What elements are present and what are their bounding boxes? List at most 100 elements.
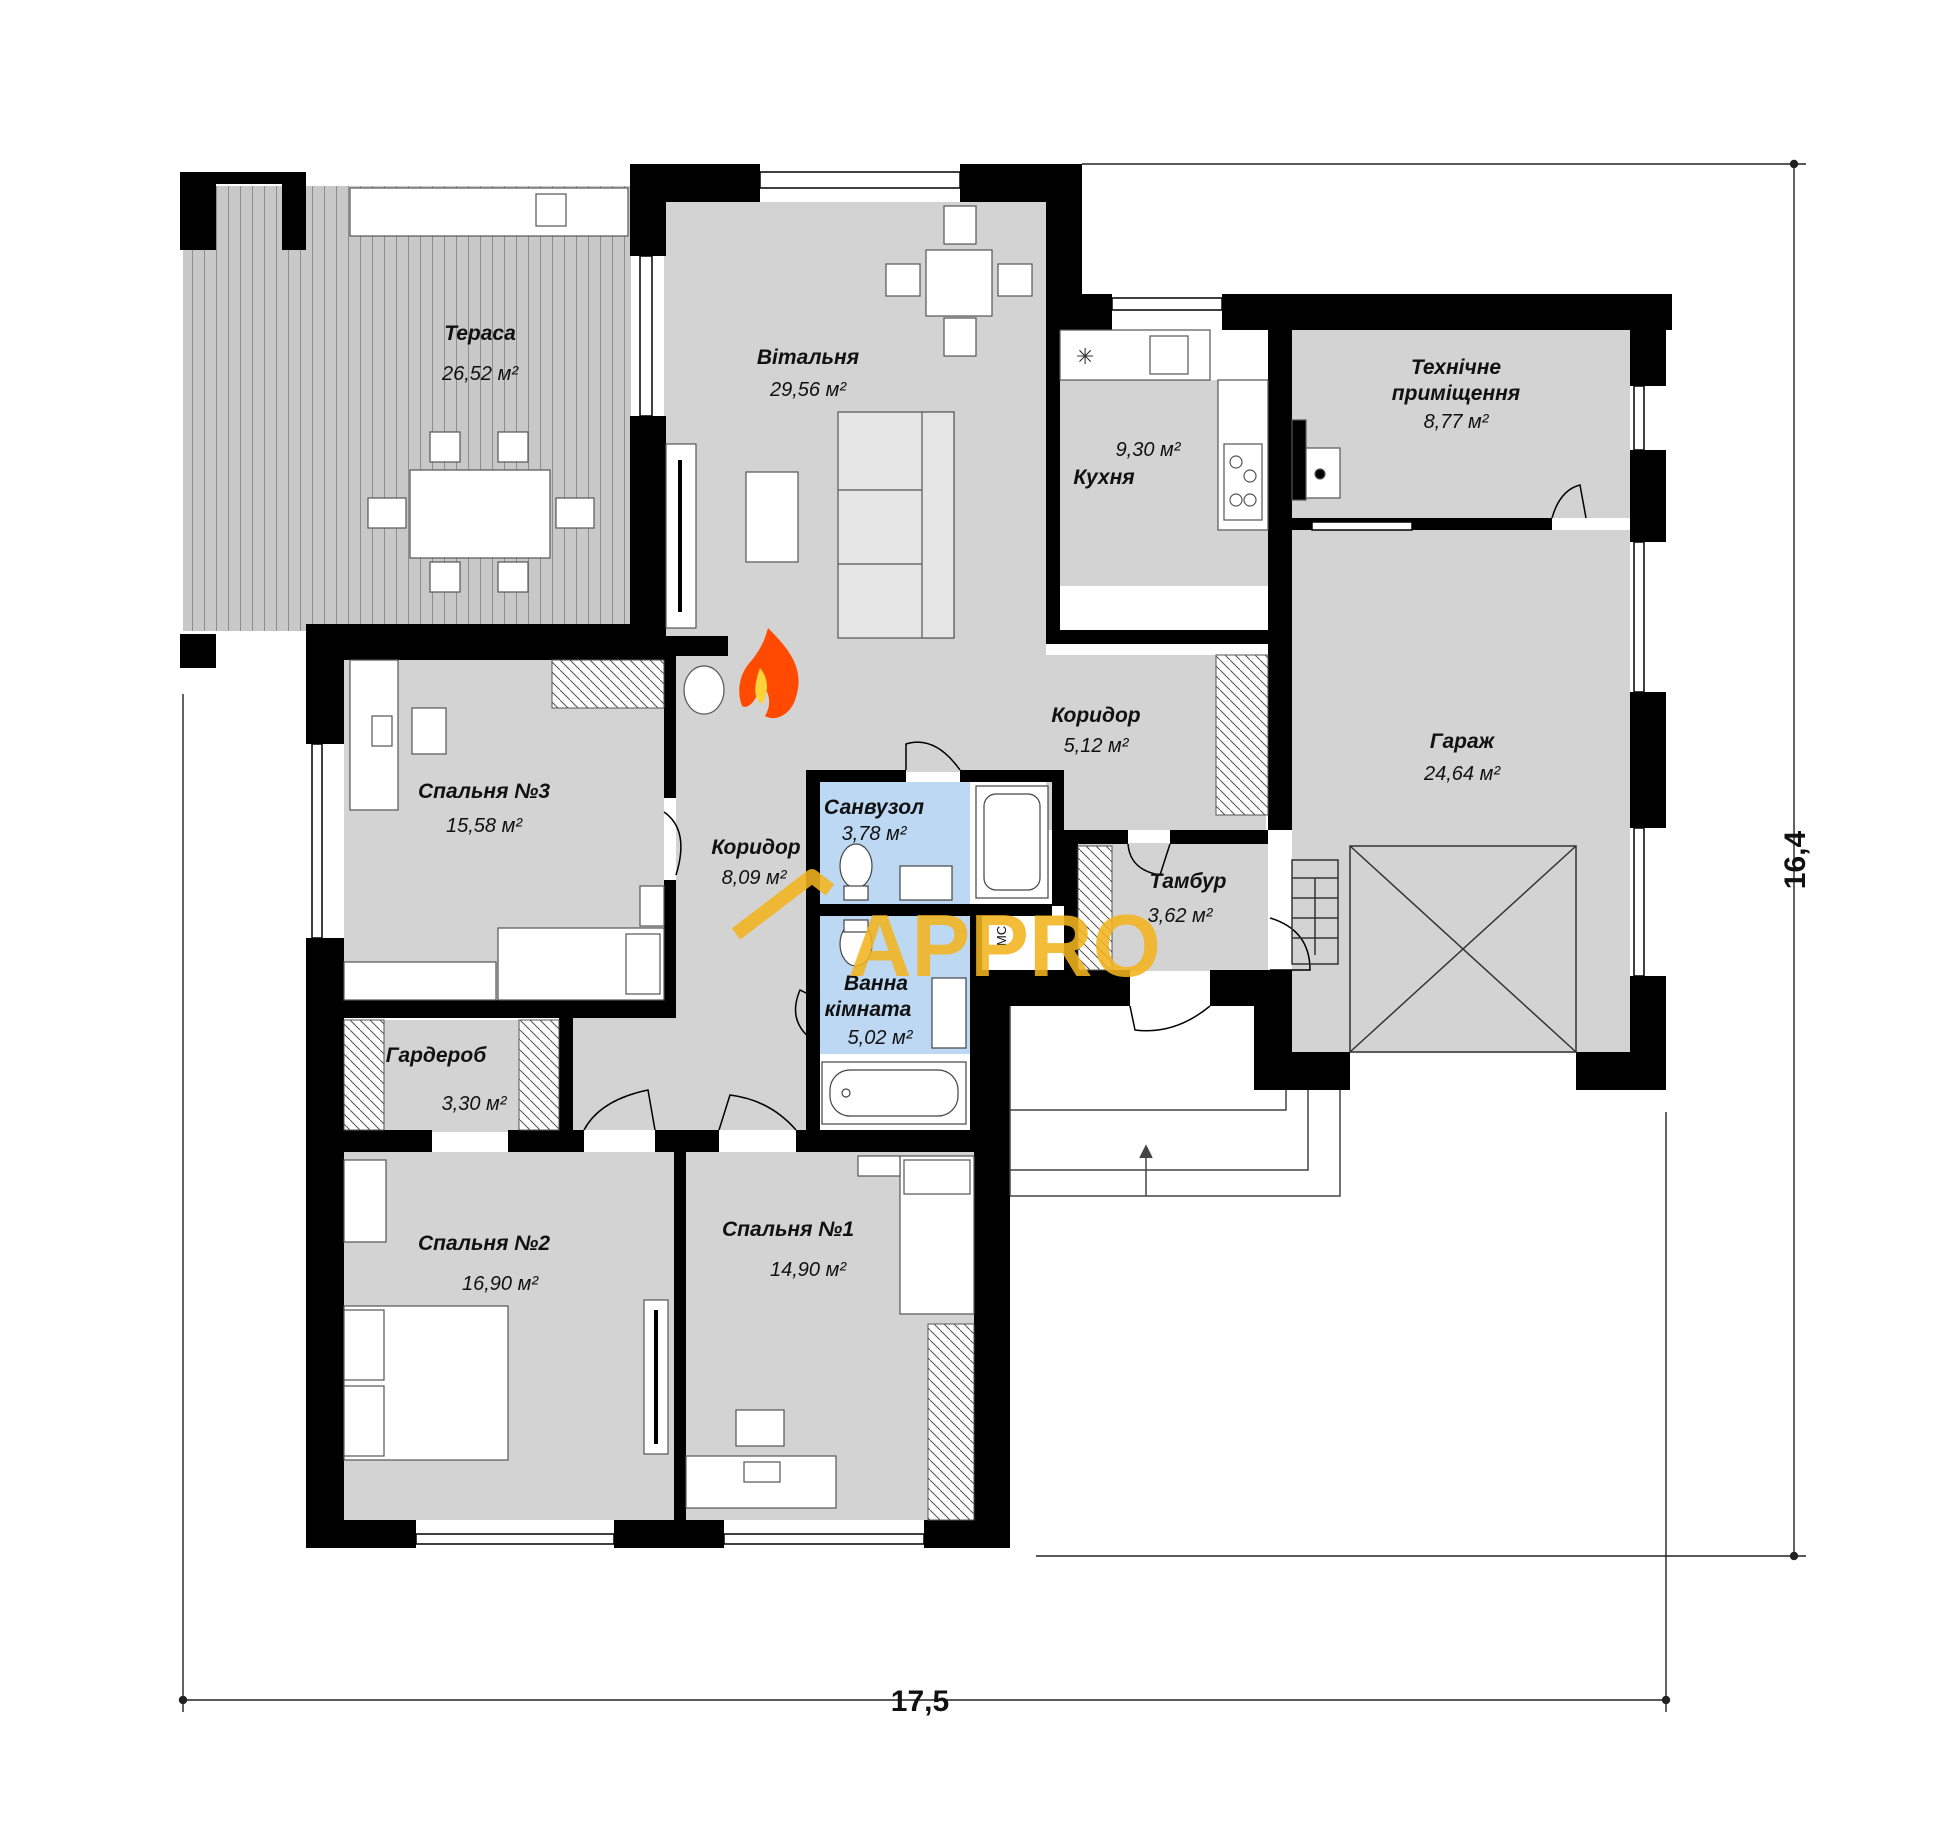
wardrobe-icon <box>927 1323 975 1521</box>
door-icon <box>663 811 682 876</box>
door-icon <box>1127 843 1171 876</box>
living-furniture <box>665 205 1033 715</box>
wall <box>974 1006 1010 1548</box>
door-icon <box>905 741 961 771</box>
door-icon <box>1129 1005 1211 1032</box>
chair-icon <box>429 561 461 593</box>
wall <box>1630 294 1666 386</box>
nightstand <box>639 885 665 927</box>
terrace-name: Тераса <box>444 322 516 345</box>
chair-icon <box>943 317 977 357</box>
bedroom1-area: 14,90 м² <box>770 1259 847 1281</box>
chair-icon <box>429 431 461 463</box>
wall <box>1222 294 1672 330</box>
wardrobe-icon <box>518 1019 560 1131</box>
doors <box>583 484 1587 1131</box>
wall <box>924 1520 1010 1548</box>
wall <box>559 1018 573 1130</box>
kitchen-area: 9,30 м² <box>1116 439 1182 461</box>
dresser <box>343 1159 387 1243</box>
wall <box>614 1520 724 1548</box>
wall <box>1630 692 1666 828</box>
vestibule-area: 3,62 м² <box>1148 905 1214 927</box>
door-icon <box>794 988 821 1046</box>
door-icon <box>718 1094 797 1131</box>
window-icon <box>639 255 653 417</box>
window-icon <box>759 171 961 189</box>
watermark-logo: APPRO <box>731 869 1161 995</box>
terrace-post <box>180 172 216 250</box>
sink-icon <box>1305 447 1341 499</box>
vestibule-name: Тамбур <box>1149 870 1226 893</box>
chair-icon <box>411 707 447 755</box>
technical-name-1: Технічне <box>1411 356 1502 379</box>
wall <box>344 1000 676 1018</box>
sink-icon <box>899 865 953 901</box>
door-icon <box>1269 917 1311 971</box>
wall <box>1052 770 1064 906</box>
bedroom1-furniture <box>685 1155 975 1509</box>
wc-name: Санвузол <box>824 796 924 819</box>
window-icon <box>723 1533 925 1545</box>
window-icon <box>1633 827 1645 977</box>
wall <box>655 1130 719 1152</box>
window-icon <box>1311 521 1413 531</box>
room-labels: Тераса 26,52 м² Вітальня 29,56 м² 9,30 м… <box>386 322 1520 1295</box>
terrace-pergola <box>180 172 306 184</box>
wall <box>796 1130 1008 1152</box>
living-area: 29,56 м² <box>769 379 847 401</box>
living-name: Вітальня <box>757 346 859 369</box>
width-dimension: 17,5 <box>891 1685 949 1718</box>
wall <box>806 770 820 1130</box>
wardrobe-icon <box>1077 845 1113 971</box>
wall <box>806 770 906 782</box>
wall <box>1268 330 1292 830</box>
corridor-lower-name: Коридор <box>711 836 800 859</box>
terrace-area: 26,52 м² <box>441 363 519 385</box>
chair-icon <box>997 263 1033 297</box>
garage-door-icon <box>1349 845 1577 1053</box>
garage-name: Гараж <box>1430 730 1496 753</box>
wall <box>664 880 676 1018</box>
wall <box>1630 450 1666 542</box>
wardrobe-name: Гардероб <box>386 1044 487 1067</box>
bench <box>343 961 497 1001</box>
wc-area: 3,78 м² <box>842 823 908 845</box>
wall <box>1210 970 1292 1006</box>
window-icon <box>1633 385 1645 451</box>
kitchen-furniture: ✳ <box>1059 329 1269 531</box>
walls <box>180 164 1672 1548</box>
technical-name-2: приміщення <box>1392 382 1520 405</box>
chair-icon <box>367 497 407 529</box>
fireplace-icon <box>739 628 799 719</box>
toilet-icon <box>839 843 873 889</box>
technical-area: 8,77 м² <box>1424 411 1490 433</box>
sink-icon <box>931 977 967 1049</box>
chair-icon <box>555 497 595 529</box>
window-icon <box>1633 541 1645 693</box>
windows <box>311 171 1645 1545</box>
extractor-icon: ✳ <box>1076 345 1094 370</box>
sink-icon <box>535 193 567 227</box>
terrace-post <box>180 634 216 668</box>
terrace-furniture <box>349 187 629 593</box>
chair-icon <box>885 263 921 297</box>
garage-floor <box>1292 530 1630 1053</box>
wall <box>1046 164 1082 294</box>
wall <box>982 970 1130 1006</box>
height-dimension: 16,4 <box>1779 830 1812 889</box>
wall <box>508 1130 584 1152</box>
window-icon <box>1111 297 1223 311</box>
corridor-upper-area: 5,12 м² <box>1064 735 1130 757</box>
wall <box>1064 830 1128 844</box>
wall <box>664 648 676 798</box>
wall <box>1046 630 1268 644</box>
garage-area: 24,64 м² <box>1423 763 1501 785</box>
terrace-floor <box>183 186 631 631</box>
watermark-text: APPRO <box>848 896 1161 995</box>
bedroom1-name: Спальня №1 <box>722 1218 854 1241</box>
wall <box>1046 294 1060 630</box>
wardrobes <box>343 654 1269 1521</box>
bathroom-name-2: кімната <box>825 998 912 1021</box>
wall <box>630 416 666 648</box>
